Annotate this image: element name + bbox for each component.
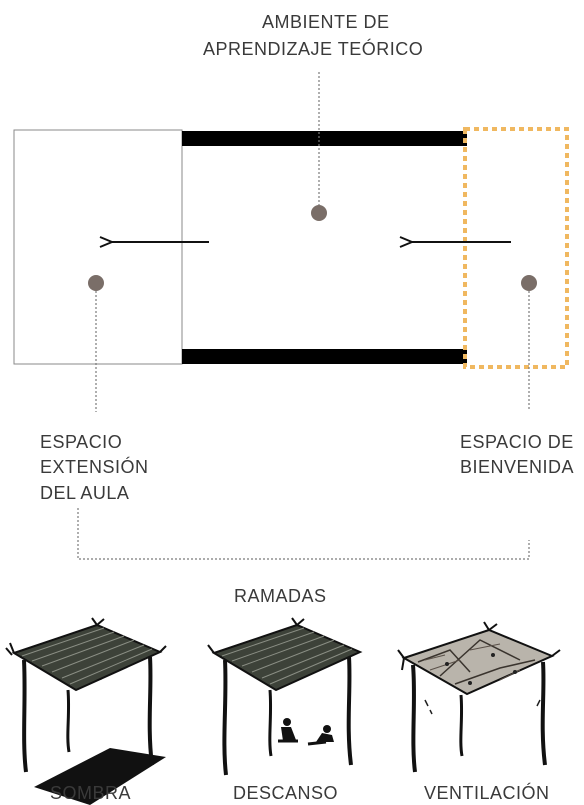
theory-space-label-line1: AMBIENTE DE <box>262 12 390 32</box>
welcome-space-label-line1: ESPACIO DE <box>460 432 574 452</box>
ramadas-title: RAMADAS <box>234 586 327 606</box>
welcome-space-label-line2: BIENVENIDA <box>460 457 575 477</box>
classroom-wall-top <box>182 131 467 146</box>
classroom-wall-bottom <box>182 349 467 364</box>
extension-space-label-line3: DEL AULA <box>40 483 130 503</box>
ramada-caption-ventilation: VENTILACIÓN <box>424 783 550 803</box>
welcome-space-box <box>463 127 569 369</box>
pergola-rest-icon <box>207 617 363 776</box>
ramada-caption-rest: DESCANSO <box>233 783 339 803</box>
ramada-caption-shade: SOMBRA <box>50 783 132 803</box>
extension-space-box <box>13 129 183 365</box>
pergola-shade-icon <box>5 617 167 805</box>
pergola-ventilation-icon <box>397 621 561 773</box>
grouping-bracket <box>77 508 530 560</box>
theory-dot <box>311 205 327 221</box>
theory-space-label-line2: APRENDIZAJE TEÓRICO <box>203 39 424 59</box>
extension-dot <box>88 275 104 291</box>
extension-space-label-line2: EXTENSIÓN <box>40 457 149 477</box>
welcome-dot <box>521 275 537 291</box>
extension-space-label-line1: ESPACIO <box>40 432 123 452</box>
